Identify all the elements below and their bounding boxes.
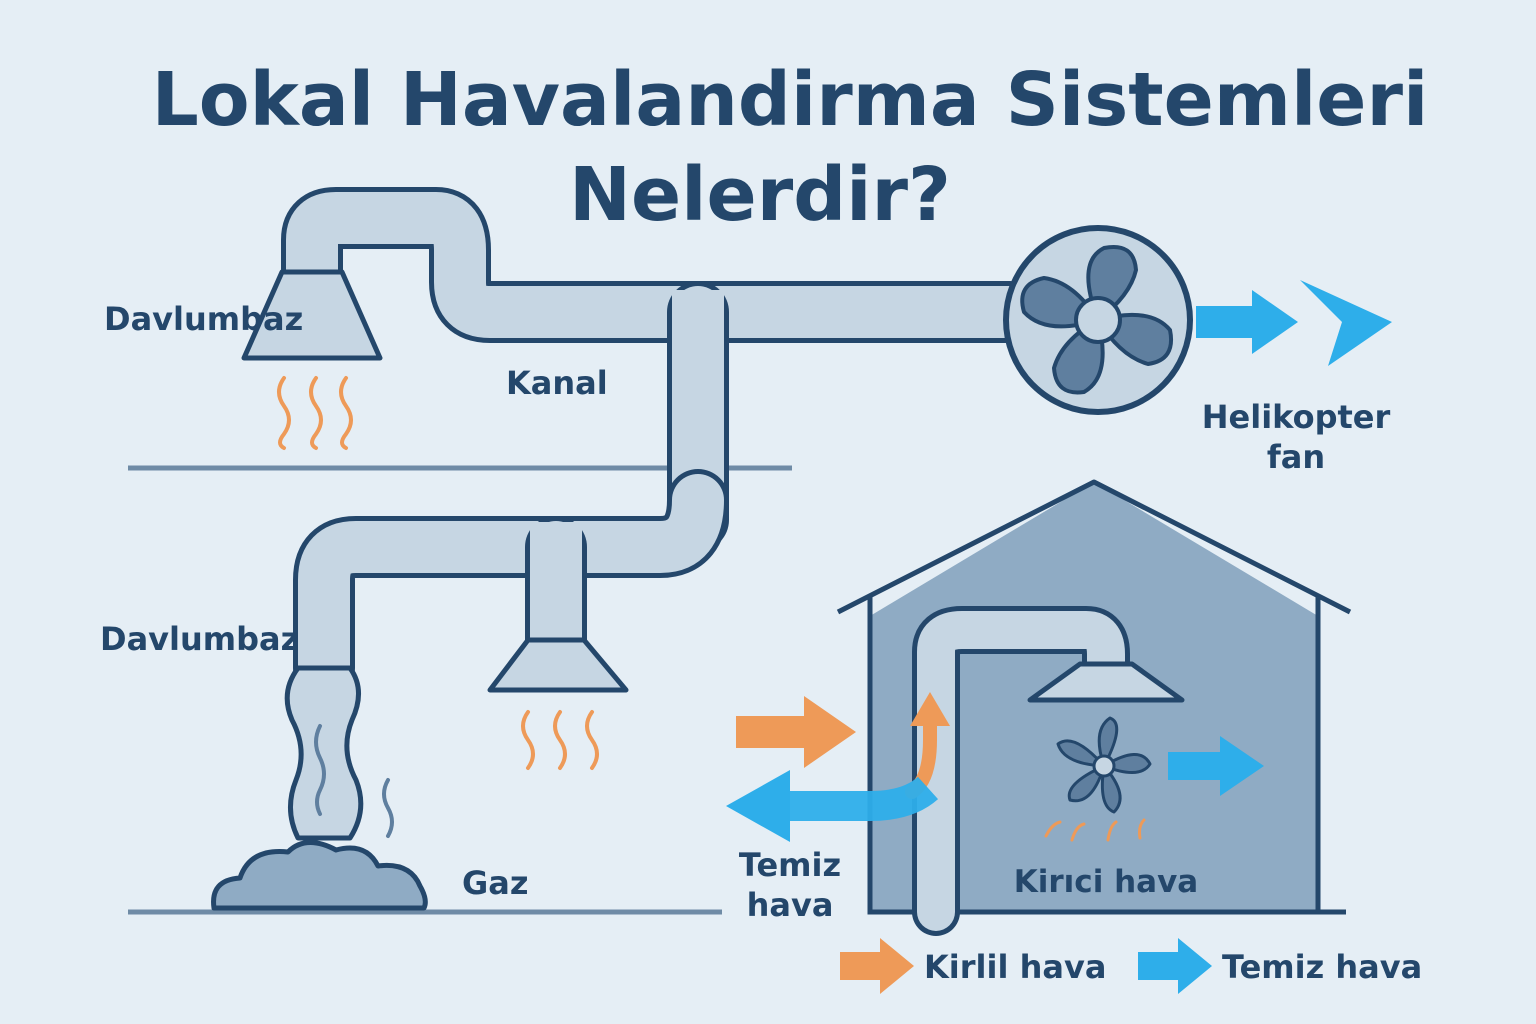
capture-plume — [284, 665, 394, 841]
label-fan-line-2: fan — [1267, 438, 1325, 476]
page-title: Lokal Havalandirma Sistemleri — [152, 57, 1429, 143]
label-clean-air-line-1: Temiz — [739, 846, 841, 884]
fan-icon-small — [1044, 716, 1152, 842]
label-fan-line-1: Helikopter — [1202, 398, 1391, 436]
label-house-air: Kirıci hava — [1014, 864, 1198, 900]
legend-clean-arrow-icon — [1138, 938, 1212, 994]
page-title-line-2: Nelerdir? — [569, 152, 951, 238]
legend-dirty-arrow-icon — [840, 938, 914, 994]
arrow-right-icon-house — [1168, 736, 1264, 796]
label-hood-bottom: Davlumbaz — [100, 620, 299, 658]
smoke-cloud-icon — [211, 840, 428, 911]
legend: Kirlil hava Temiz hava — [840, 938, 1422, 994]
label-clean-air-line-2: hava — [747, 886, 834, 924]
fan-icon — [1003, 225, 1193, 415]
label-duct: Kanal — [506, 364, 608, 402]
label-hood-top: Davlumbaz — [104, 300, 303, 338]
arrow-right-icon-dirty-in — [736, 696, 856, 768]
house-duct — [912, 606, 1185, 936]
hood-icon — [241, 269, 383, 361]
duct-system — [281, 187, 1041, 699]
hood-icon-middle — [487, 637, 629, 693]
label-gas: Gaz — [462, 864, 528, 902]
legend-dirty-label: Kirlil hava — [924, 948, 1106, 986]
arrow-right-icon-outlet — [1196, 280, 1392, 366]
heat-wave-icon — [277, 376, 353, 450]
arrow-left-icon-clean-out — [726, 770, 939, 842]
legend-clean-label: Temiz hava — [1222, 948, 1422, 986]
heat-wave-icon-middle — [521, 710, 599, 770]
